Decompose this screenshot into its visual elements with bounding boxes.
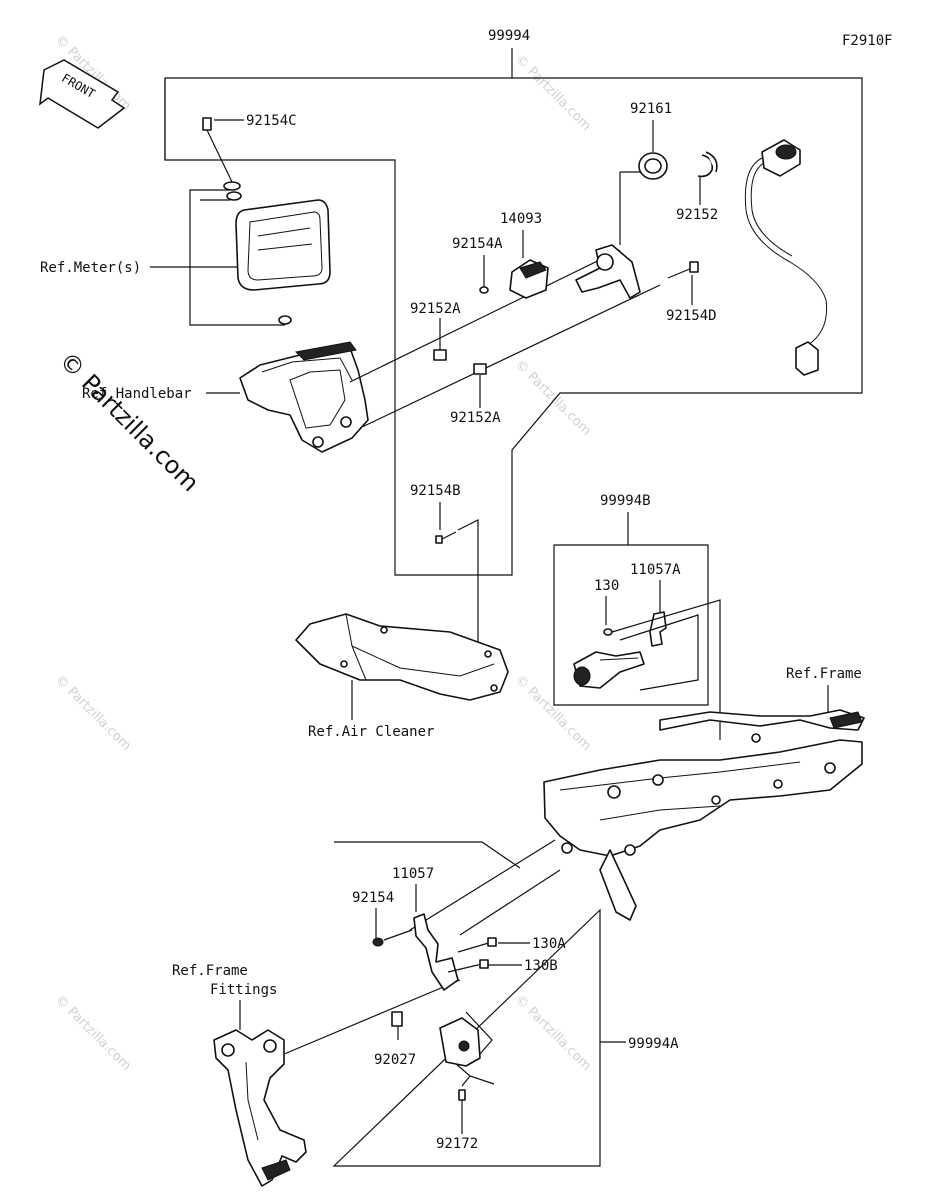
part-label-92154: 92154 <box>352 890 394 906</box>
figure-code: F2910F <box>842 33 893 49</box>
frame <box>543 709 865 921</box>
bracket-11057 <box>372 913 459 991</box>
watermark: © Partzilla.com <box>512 357 594 439</box>
spacer-92152A-bottom <box>473 363 487 375</box>
watermark-main: © Partzilla.com <box>54 346 205 497</box>
part-label-14093: 14093 <box>500 211 542 227</box>
part-label-92152A-bottom: 92152A <box>450 410 501 426</box>
part-label-92152A-top: 92152A <box>410 301 461 317</box>
part-label-92027: 92027 <box>374 1052 416 1068</box>
bolt-92154C <box>202 117 242 201</box>
part-label-92172: 92172 <box>436 1136 478 1152</box>
watermark: © Partzilla.com <box>512 52 594 134</box>
group-99994: 99994 <box>164 28 863 576</box>
socket-bracket <box>575 171 641 299</box>
watermark: © Partzilla.com <box>52 672 134 754</box>
watermark: © Partzilla.com <box>52 992 134 1074</box>
ref-meter-label: Ref.Meter(s) <box>40 260 141 276</box>
handlebar-mount <box>239 341 369 453</box>
bolt-92154D <box>667 261 699 279</box>
part-label-11057: 11057 <box>392 866 434 882</box>
screw-92172 <box>458 1075 471 1101</box>
spacer-92152A-top <box>433 349 447 361</box>
part-label-92154D: 92154D <box>666 308 717 324</box>
socket-harness <box>744 139 828 376</box>
front-arrow-icon: FRONT <box>39 59 126 129</box>
collar-92027 <box>391 1011 403 1027</box>
part-label-130B: 130B <box>524 958 558 974</box>
part-label-130A: 130A <box>532 936 566 952</box>
bolt-92154B <box>435 519 479 650</box>
watermark: © Partzilla.com <box>512 992 594 1074</box>
part-label-92161: 92161 <box>630 101 672 117</box>
ref-frame-label: Ref.Frame <box>786 666 862 682</box>
bracket-11057A <box>603 599 721 740</box>
bolts-130A-130B <box>447 937 497 973</box>
washer-92161 <box>638 152 668 180</box>
ref-frame-fittings-label-1: Ref.Frame <box>172 963 248 979</box>
switch-unit <box>573 651 645 689</box>
part-label-92154A: 92154A <box>452 236 503 252</box>
frame-fittings <box>213 1029 307 1187</box>
part-label-92154B: 92154B <box>410 483 461 499</box>
part-label-92152: 92152 <box>676 207 718 223</box>
group-label-99994A: 99994A <box>628 1036 679 1052</box>
air-cleaner <box>295 613 509 701</box>
ref-frame-fittings-label-2: Fittings <box>210 982 277 998</box>
part-label-11057A: 11057A <box>630 562 681 578</box>
part-14093 <box>479 259 549 299</box>
ref-air-cleaner-label: Ref.Air Cleaner <box>308 724 434 740</box>
group-label-99994B: 99994B <box>600 493 651 509</box>
group-99994B: 99994B <box>553 493 709 706</box>
switch-block <box>439 1011 495 1085</box>
part-label-130: 130 <box>594 578 619 594</box>
part-label-92154C: 92154C <box>246 113 297 129</box>
group-label-99994: 99994 <box>488 28 530 44</box>
ref-handlebar-label: Ref.Handlebar <box>82 386 192 402</box>
meter-assembly <box>235 199 331 325</box>
clip-92152 <box>697 151 718 178</box>
